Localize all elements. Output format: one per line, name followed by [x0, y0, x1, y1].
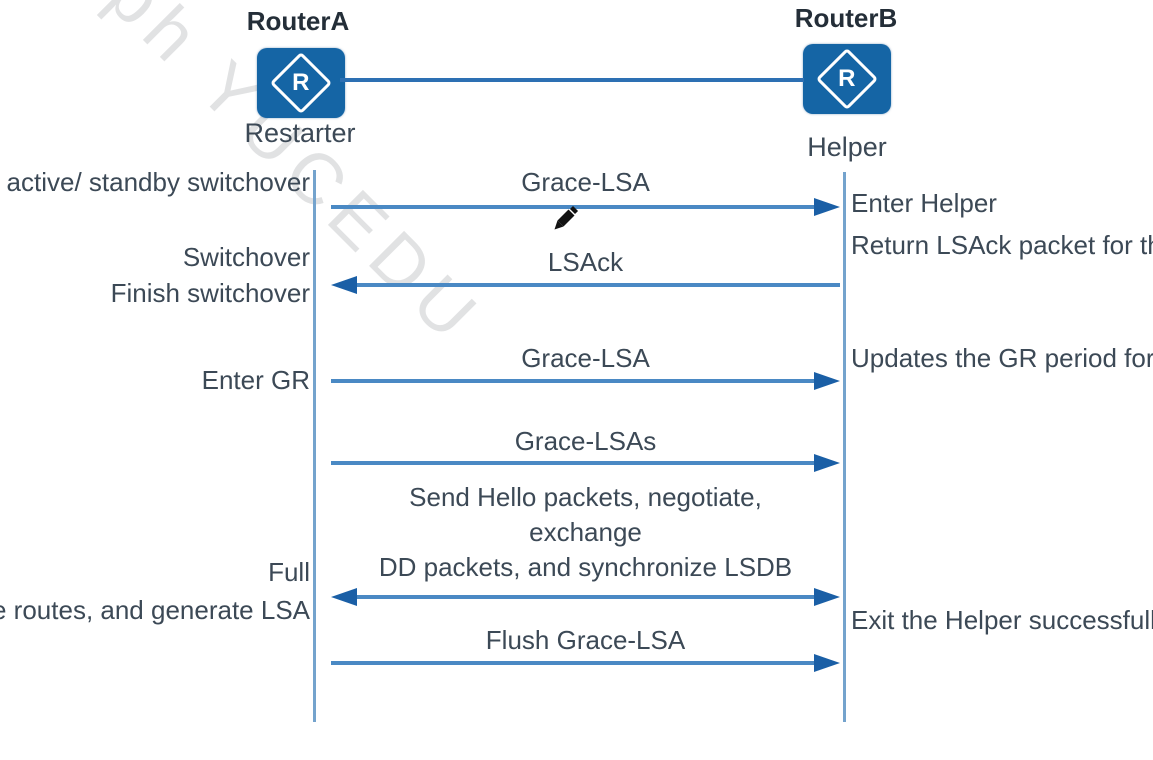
- message-arrow-right: [331, 372, 840, 390]
- left-annotation: Enter GR: [201, 365, 310, 395]
- router-b-role: Helper: [807, 132, 887, 162]
- message-label: Grace-LSAs: [514, 426, 657, 456]
- right-annotation: Enter Helper: [851, 188, 997, 218]
- message-label: Grace-LSA: [521, 343, 650, 373]
- message-label: Grace-LSA: [521, 167, 650, 197]
- router-a-role: Restarter: [244, 118, 356, 148]
- right-annotation: Exit the Helper successfully and generat…: [851, 605, 1153, 635]
- router-link-line: [340, 78, 804, 82]
- router-diamond-icon: R: [269, 51, 333, 115]
- left-annotation: Finish switchover: [110, 278, 310, 308]
- pencil-icon: [548, 202, 582, 236]
- router-diamond-icon: R: [815, 47, 879, 111]
- left-annotation: Full: [268, 557, 310, 587]
- message-arrow-left: [331, 276, 840, 294]
- message-arrow-right: [331, 454, 840, 472]
- router-a-icon: R: [257, 48, 345, 118]
- arrowhead-left-icon: [331, 276, 357, 294]
- arrowhead-right-icon: [814, 588, 840, 606]
- message-label: Flush Grace-LSA: [485, 625, 686, 655]
- arrowhead-right-icon: [814, 454, 840, 472]
- arrowhead-right-icon: [814, 654, 840, 672]
- helper-lifeline: [843, 172, 846, 722]
- router-a-title: RouterA: [246, 6, 350, 36]
- message-arrow-right: [331, 654, 840, 672]
- restarter-lifeline: [313, 170, 316, 722]
- right-annotation: Return LSAck packet for the received LSA: [851, 230, 1153, 260]
- arrowhead-right-icon: [814, 198, 840, 216]
- arrowhead-left-icon: [331, 588, 357, 606]
- router-b-title: RouterB: [794, 3, 898, 33]
- message-label: LSAck: [547, 247, 624, 277]
- router-letter: R: [838, 65, 856, 92]
- router-letter: R: [292, 69, 310, 96]
- left-annotation: Switchover: [182, 242, 310, 272]
- router-b-icon: R: [803, 44, 891, 114]
- right-annotation: Updates the GR period for the received G…: [851, 343, 1153, 373]
- message-label: Send Hello packets, negotiate, exchange …: [378, 482, 793, 582]
- left-annotation: Before the active/ standby switchover: [0, 167, 310, 197]
- arrowhead-right-icon: [814, 372, 840, 390]
- left-annotation: Exit GR successfully, calculate routes, …: [0, 595, 310, 625]
- message-arrow-right: [331, 198, 840, 216]
- message-arrow-both: [331, 588, 840, 606]
